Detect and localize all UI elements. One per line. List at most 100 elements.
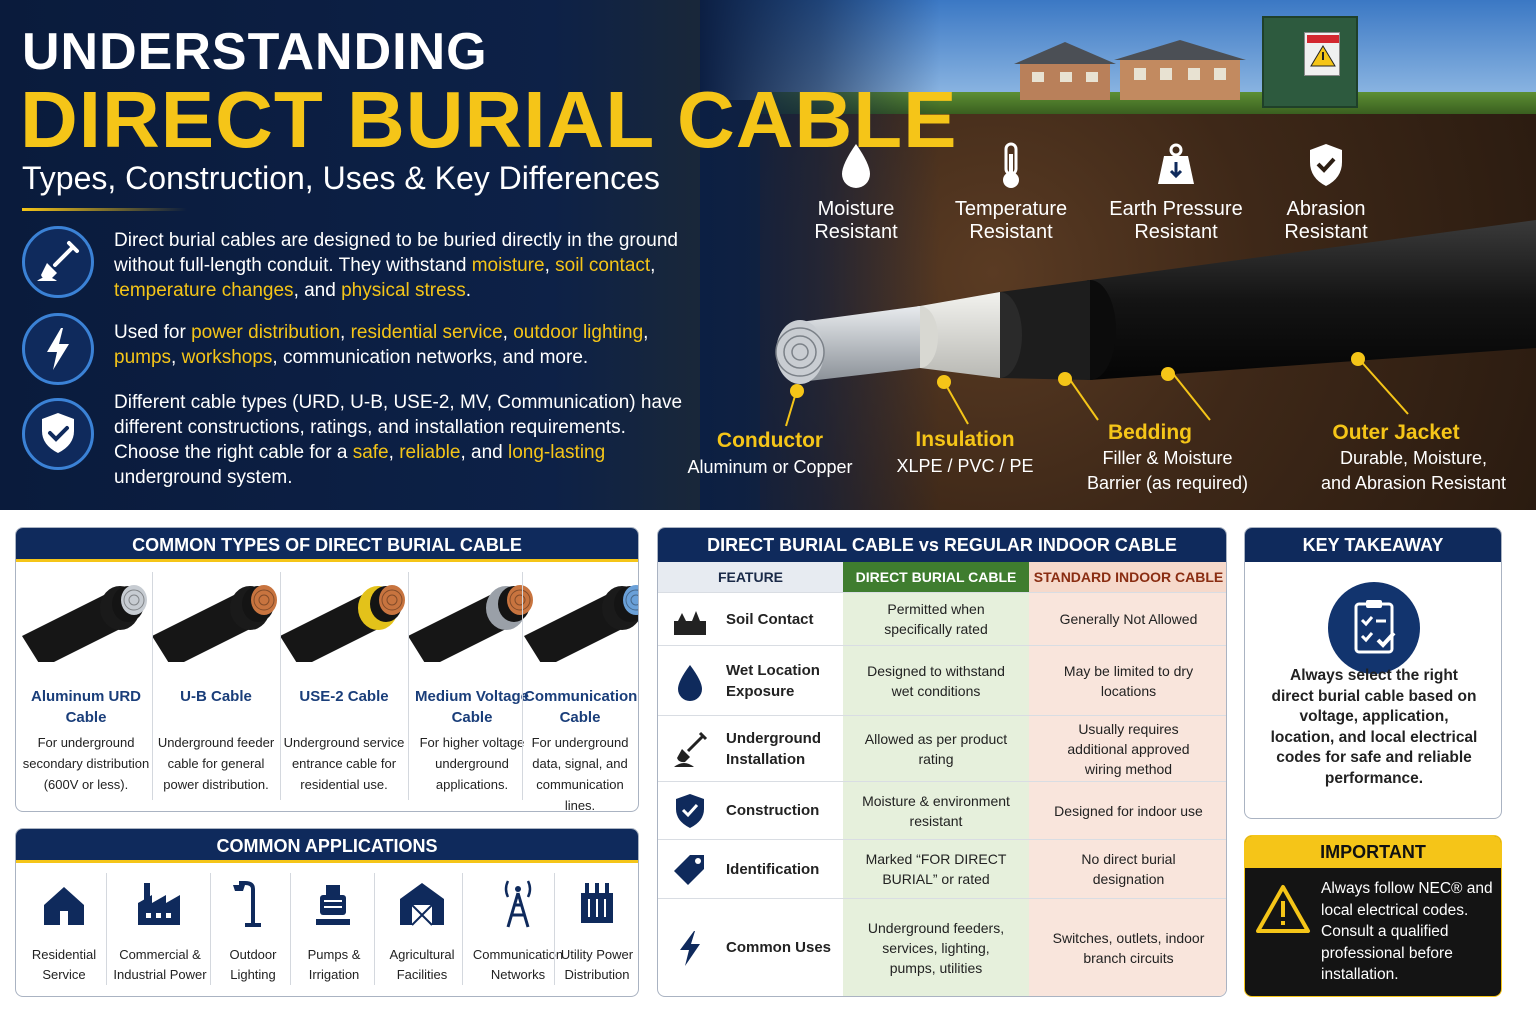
cable-illustration [280,585,405,668]
cable-illustration [152,585,277,668]
application-label: Communication Networks [472,947,564,982]
divider [374,873,375,985]
divider [290,873,291,985]
direct-burial-cell: Designed to withstand wet conditions [843,646,1029,715]
soil-icon [670,599,710,639]
takeaway-panel: KEY TAKEAWAY Always select the right dir… [1244,527,1502,819]
indoor-cell: Switches, outlets, indoor branch circuit… [1029,899,1226,996]
application-item: Agricultural Facilities [376,873,468,985]
type-name: U-B Cable [180,688,252,705]
subtitle: Types, Construction, Uses & Key Differen… [22,160,660,196]
feature-cell: Construction [658,782,843,839]
divider [554,873,555,985]
type-description: Underground service entrance cable for r… [283,735,405,792]
intro-paragraph-1: Direct burial cables are designed to be … [114,230,678,301]
feature-label: Identification [726,860,820,878]
direct-burial-cell: Marked “FOR DIRECT BURIAL” or rated [843,840,1029,898]
important-panel: IMPORTANT Always follow NEC® and local e… [1244,835,1502,997]
indoor-cell: Generally Not Allowed [1029,593,1226,645]
part-insulation-title: Insulation [915,428,1015,451]
part-jacket-title: Outer Jacket [1332,421,1460,444]
type-description: Underground feeder cable for general pow… [157,735,275,792]
house-icon [36,875,92,931]
insulation-marker [937,375,951,389]
water-drop-icon [670,661,710,701]
cable-illustration [408,585,533,668]
feature-label: Common Uses [726,939,832,956]
important-heading: IMPORTANT [1245,836,1501,868]
indoor-cell: Designed for indoor use [1029,782,1226,839]
application-label: Agricultural Facilities [389,947,455,982]
feature-label: Soil Contact [726,610,814,628]
application-item: Commercial & Industrial Power [108,873,212,985]
factory-icon [132,875,188,931]
feature-cell: Identification [658,840,843,898]
applications-heading: COMMON APPLICATIONS [16,829,638,863]
application-item: Outdoor Lighting [212,873,294,985]
col-header-direct: DIRECT BURIAL CABLE [843,562,1029,592]
types-heading: COMMON TYPES OF DIRECT BURIAL CABLE [16,528,638,562]
intro-paragraph-2: Used for power distribution, residential… [114,322,649,368]
table-row: Identification Marked “FOR DIRECT BURIAL”… [658,839,1226,898]
important-text: Always follow NEC® and local electrical … [1321,880,1493,983]
title-underline [22,208,187,211]
takeaway-heading: KEY TAKEAWAY [1245,528,1501,562]
part-conductor-title: Conductor [716,429,824,452]
barn-icon [394,875,450,931]
indoor-cell: Usually requires additional approved wir… [1029,716,1226,781]
shovel-icon [670,729,710,769]
feature-cell: Common Uses [658,899,843,996]
divider [462,873,463,985]
shield-check-icon [670,791,710,831]
direct-burial-cell: Permitted when specifically rated [843,593,1029,645]
table-row: Underground Installation Allowed as per p… [658,715,1226,781]
type-description: For underground secondary distribution (… [22,735,150,792]
application-item: Utility Power Distribution [556,873,638,985]
intro-paragraph-3: Different cable types (URD, U-B, USE-2, … [114,392,683,488]
bedding-marker-2 [1161,367,1175,381]
divider [106,873,107,985]
weight-icon [1158,143,1194,184]
type-name: Medium Voltage Cable [415,688,529,726]
feature-label: Construction [726,802,820,819]
takeaway-text: Always select the right direct burial ca… [1270,667,1478,787]
application-label: Residential Service [31,947,97,982]
divider [152,572,153,800]
pump-icon [306,875,362,931]
shield-check-icon [1310,144,1342,186]
part-jacket-sub: Durable, Moisture,and Abrasion Resistant [1320,448,1507,493]
part-bedding-title: Bedding [1108,421,1192,444]
danger-sign [1304,32,1340,76]
cable-illustration [524,585,638,668]
hero-fade [700,0,940,510]
table-row: Soil Contact Permitted when specifically … [658,592,1226,645]
feature-label: Underground Installation [726,729,821,768]
warning-icon [1255,884,1311,939]
type-name: Aluminum URD Cable [31,688,141,726]
cable-cross-section [775,220,1536,427]
conductor-marker [790,384,804,398]
feature-cell: Wet Location Exposure [658,646,843,715]
transformer-icon [569,875,625,931]
divider [522,572,523,800]
direct-burial-cell: Allowed as per product rating [843,716,1029,781]
part-insulation-sub: XLPE / PVC / PE [896,456,1034,476]
street-light-icon [225,875,281,931]
bedding-marker [1058,372,1072,386]
divider [408,572,409,800]
application-label: Outdoor Lighting [229,947,277,982]
divider [280,572,281,800]
application-label: Pumps & Irrigation [307,947,361,982]
